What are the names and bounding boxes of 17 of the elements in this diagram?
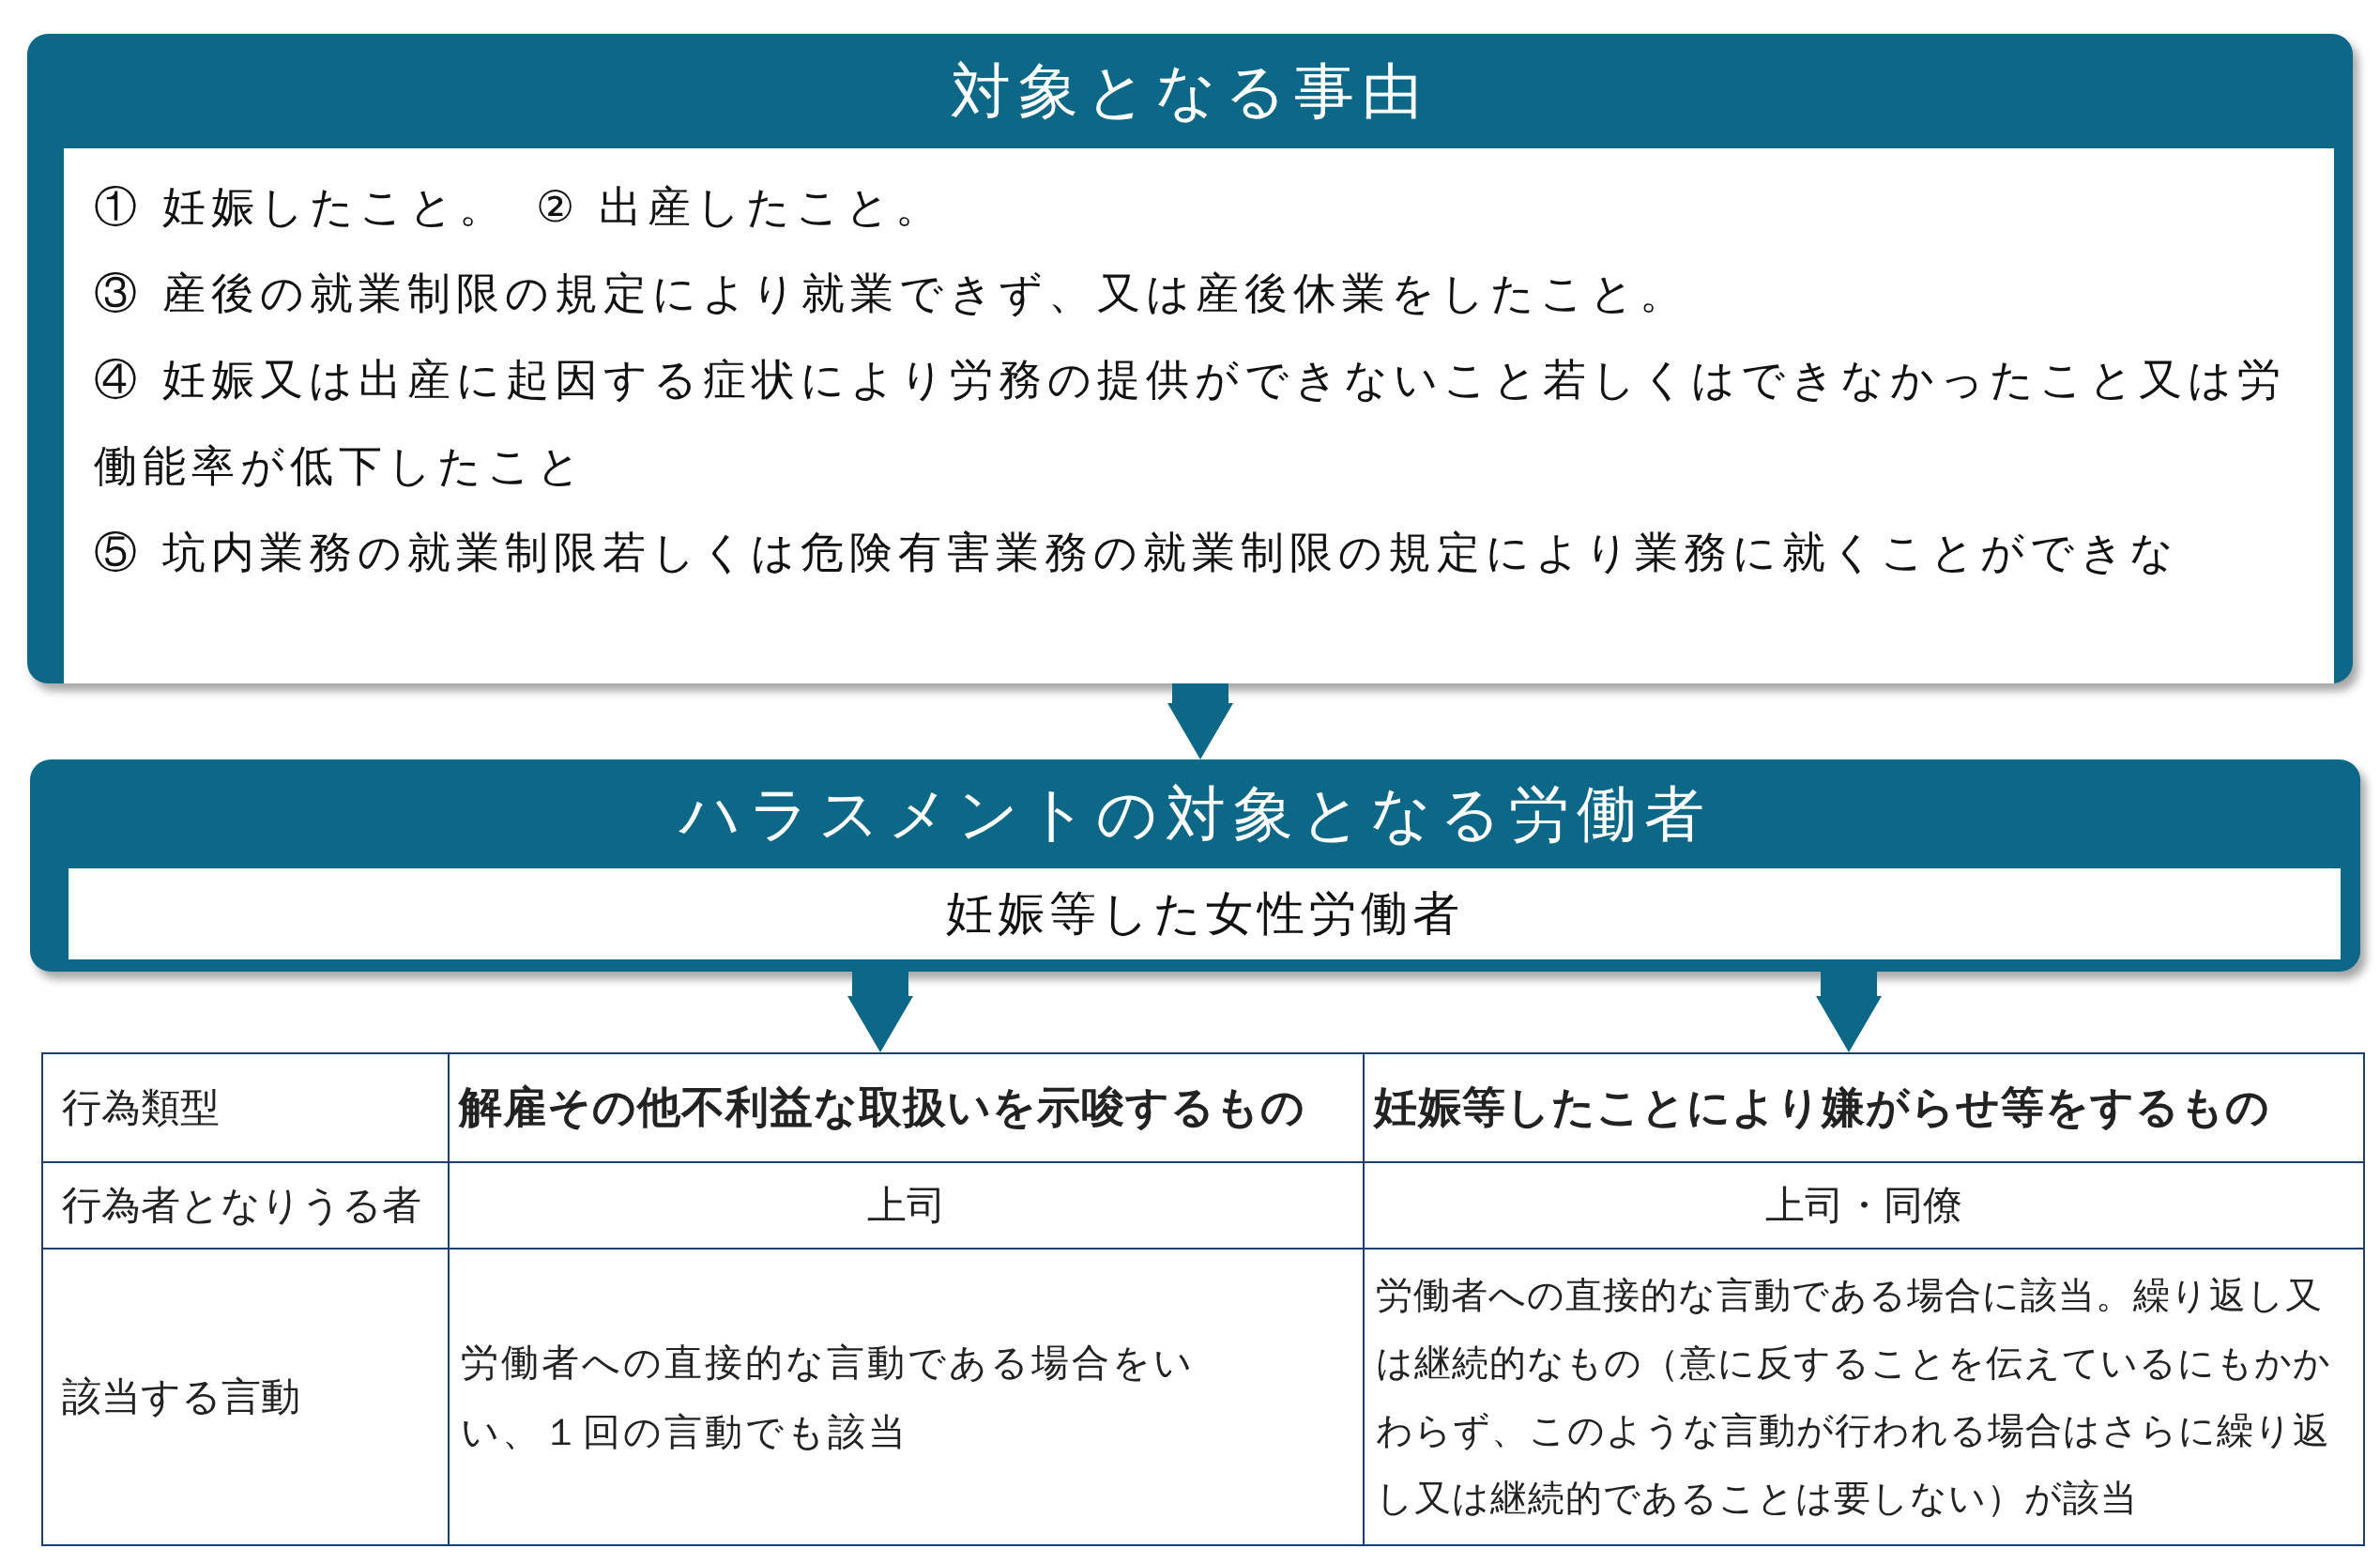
list-item: ⑤ 坑内業務の就業制限若しくは危険有害業務の就業制限の規定により業務に就くことができな (94, 526, 2180, 579)
block-arrow (1167, 683, 1233, 759)
table-cell: 労働者への直接的な言動である場合に該当。繰り返し又は継続的なもの（意に反することを伝えているにもかかわらず、このような言動が行われる場合はさらに繰り返し又は継続的であることは要しない）が該当 (1363, 1248, 2365, 1546)
table-cell: 該当する言動 (41, 1248, 450, 1546)
block-arrow (1816, 972, 1882, 1052)
list-item: ② 出産したこと。 (535, 181, 945, 232)
panel-heading: 対象となる事由 (950, 55, 1430, 128)
subtitle-box: 妊娠等した女性労働者 (69, 868, 2341, 959)
list-item: ③ 産後の就業制限の規定により就業できず、又は産後休業をしたこと。 (94, 267, 1689, 320)
list-item: ① 妊娠したこと。 (94, 181, 508, 232)
panel-card (30, 759, 2360, 972)
block-arrow (847, 972, 913, 1052)
panel-card (27, 34, 2353, 683)
panel-heading: ハラスメントの対象となる労働者 (678, 778, 1713, 851)
list-item: ④ 妊娠又は出産に起因する症状により労務の提供ができないこと若しくはできなかったこと又は労働能率が低下したこと (94, 353, 2287, 493)
header-cell: 妊娠等したことにより嫌がらせ等をするもの (1363, 1052, 2365, 1163)
table-cell: 行為類型 (41, 1052, 450, 1163)
